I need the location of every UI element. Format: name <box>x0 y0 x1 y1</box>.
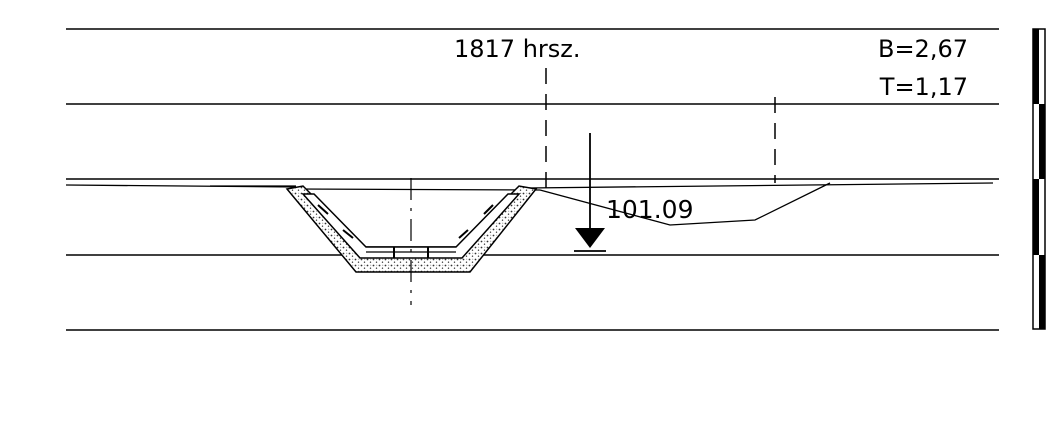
ground-line <box>65 182 994 191</box>
scale-segment-1 <box>1033 29 1039 104</box>
terrain-depression <box>539 182 831 226</box>
parcel-label: 1817 hrsz. <box>454 35 581 63</box>
scale-bar <box>1032 28 1046 330</box>
water-level-marker <box>574 133 606 252</box>
scale-segment-4 <box>1039 255 1045 329</box>
grid-lines <box>66 28 999 331</box>
scale-segment-3 <box>1033 179 1039 255</box>
lining-joints <box>317 204 494 258</box>
scale-segment-2 <box>1039 104 1045 179</box>
water-level-label: 101.09 <box>606 195 693 224</box>
width-label: B=2,67 <box>878 35 968 63</box>
depth-label: T=1,17 <box>879 73 968 101</box>
